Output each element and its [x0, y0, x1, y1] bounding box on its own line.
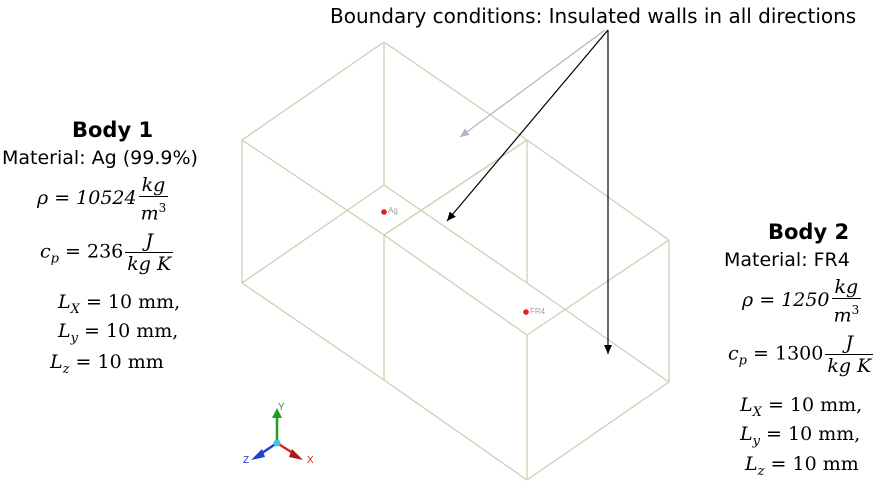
boundary-conditions-note: Boundary conditions: Insulated walls in … [330, 4, 857, 28]
fr4-point-label: FR4 [530, 307, 546, 316]
body2-cp-value: = 1300 [746, 342, 824, 365]
body1-lx-value: = 10 mm, [85, 291, 181, 313]
ag-point[interactable] [381, 209, 387, 215]
body2-density-num: kg [831, 276, 862, 299]
y-axis-head [272, 408, 282, 418]
body1-lz: Lz = 10 mm [50, 351, 164, 377]
body1-material: Material: Ag (99.9%) [2, 147, 198, 169]
ag-point-label: Ag [388, 206, 398, 215]
y-axis-label: Y [278, 402, 285, 413]
body1-lz-sub: z [62, 361, 70, 377]
body2-lx-value: = 10 mm, [767, 394, 863, 416]
triad-origin [273, 439, 281, 447]
x-axis-label: X [307, 455, 314, 466]
wireframe-edges [241, 41, 670, 481]
body1-lx-sub: X [70, 301, 80, 317]
body2-ly: Ly = 10 mm, [740, 423, 861, 449]
body1-density-den: m [140, 202, 159, 225]
body2-material: Material: FR4 [724, 249, 850, 271]
body1-density-num: kg [138, 174, 169, 197]
body2-density-den: m [833, 304, 852, 327]
body1-title: Body 1 [72, 118, 154, 142]
body2-mid-edge [526, 282, 670, 383]
body1-cp-sub: p [50, 251, 59, 267]
body1-ly-value: = 10 mm, [84, 320, 179, 342]
fr4-point[interactable] [523, 309, 529, 315]
body2-front-top-right [526, 239, 670, 336]
x-axis-head [289, 449, 303, 460]
z-axis-head [251, 449, 265, 460]
body2-cp-symbol: c [728, 342, 739, 365]
body2-lz-sub: z [757, 463, 765, 479]
body2-lx: LX = 10 mm, [740, 394, 863, 420]
body1-lx: LX = 10 mm, [58, 291, 181, 317]
body1-ly-sub: y [70, 330, 78, 346]
body1-bottom-left [241, 184, 385, 284]
body2-bottom-left [383, 379, 528, 481]
body2-density-exp: 3 [851, 303, 860, 317]
body2-ly-value: = 10 mm, [766, 423, 861, 445]
body2-top-back [526, 139, 670, 241]
body2-lx-sub: X [752, 404, 762, 420]
body2-density-lhs: ρ = 1250 [742, 289, 830, 312]
arrow-to-top-wall [446, 29, 609, 222]
body1-density-exp: 3 [158, 201, 167, 215]
body2-front-top [383, 234, 528, 336]
body1-cp-value: = 236 [58, 240, 124, 263]
body1-bottom-front [241, 282, 385, 381]
body2-cp-den: kg K [827, 355, 872, 377]
body1-cp-den: kg K [127, 253, 172, 275]
body1-lz-value: = 10 mm [75, 351, 164, 373]
body1-cp-symbol: c [40, 240, 51, 263]
body2-bottom-right [526, 381, 670, 481]
arrow-to-back-wall [459, 29, 606, 138]
body2-cp-sub: p [738, 353, 747, 369]
body2-title: Body 2 [768, 220, 850, 244]
body2-lz-value: = 10 mm [770, 453, 859, 475]
body2-lz: Lz = 10 mm [745, 453, 859, 479]
body1-bottom-back [383, 184, 528, 284]
body1-density-lhs: ρ = 10524 [37, 187, 137, 210]
body1-ly: Ly = 10 mm, [58, 320, 179, 346]
body1-cp-num: J [125, 230, 174, 253]
z-axis-label: Z [243, 455, 249, 466]
body2-cp-num: J [825, 332, 874, 355]
axis-triad[interactable]: Y X Z [243, 402, 314, 466]
body2-top-front [383, 139, 528, 236]
body2-ly-sub: y [752, 433, 760, 449]
